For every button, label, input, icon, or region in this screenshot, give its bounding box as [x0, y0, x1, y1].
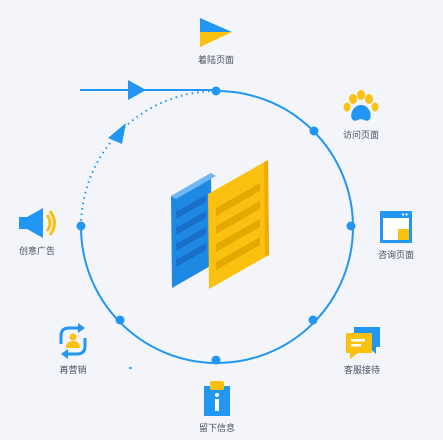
node-label-leave-info: 留下信息 — [198, 424, 235, 434]
documents-icon — [171, 160, 269, 289]
node-consult: 咨询页面 — [356, 209, 436, 261]
refresh-user-icon — [59, 323, 87, 359]
node-label-consult: 咨询页面 — [377, 251, 414, 261]
node-dot-landing — [211, 86, 221, 96]
node-service: 客服接待 — [322, 324, 402, 376]
node-dot-leave-info — [211, 355, 221, 365]
chat-bubble-icon — [346, 327, 380, 359]
node-label-visit: 访问页面 — [342, 131, 379, 141]
node-label-remarketing: 再营销 — [59, 366, 87, 376]
node-remarketing: 再营销 — [33, 322, 113, 376]
node-dot-remarketing — [115, 315, 125, 325]
node-landing: 着陆页面 — [176, 16, 256, 66]
node-dot-consult — [346, 221, 356, 231]
dotted-arrowhead — [108, 123, 126, 144]
megaphone-icon — [19, 208, 56, 238]
entry-arrowhead — [128, 80, 146, 100]
node-visit: 访问页面 — [321, 89, 401, 141]
node-label-creative-ad: 创意广告 — [18, 247, 55, 257]
node-label-service: 客服接待 — [343, 366, 380, 376]
info-clipboard-icon — [204, 381, 230, 416]
node-dot-creative-ad — [76, 221, 86, 231]
node-dot-service — [308, 315, 318, 325]
paw-icon — [343, 90, 379, 121]
node-label-landing: 着陆页面 — [197, 56, 234, 66]
node-leave-info: 留下信息 — [177, 380, 257, 434]
node-creative-ad: 创意广告 — [0, 205, 77, 257]
browser-window-icon — [380, 211, 412, 243]
paper-plane-icon — [200, 18, 232, 47]
node-dot-visit — [309, 126, 319, 136]
